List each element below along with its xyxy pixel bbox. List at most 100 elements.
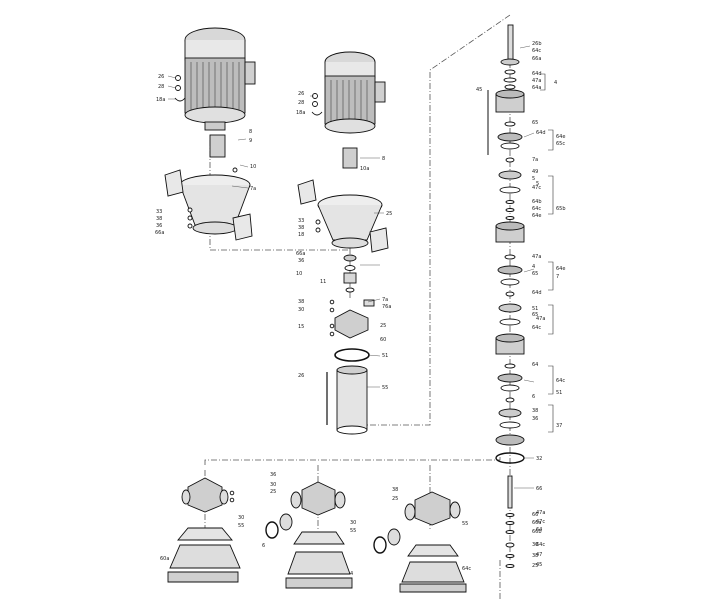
pump-base-middle [265, 481, 353, 589]
callout-label: 47a [536, 510, 545, 516]
callout-leaders [167, 45, 535, 489]
callout-label: 36 [298, 258, 304, 264]
callout-label: 25 [380, 323, 386, 329]
callout-label: 64e [532, 213, 541, 219]
callout-label: 8 [382, 156, 385, 162]
callout-label: 55 [382, 385, 388, 391]
callout-label: 64e [556, 134, 565, 140]
callout-label: 65 [532, 312, 538, 318]
callout-label: 25 [392, 496, 398, 502]
callout-label: 64b [532, 199, 542, 205]
callout-label: 65 [532, 120, 538, 126]
callout-label: 7a [382, 297, 388, 303]
callout-label: 66 [536, 486, 542, 492]
callout-label: 4 [532, 264, 535, 270]
callout-label: 65 [532, 271, 538, 277]
callout-label: 7a [532, 157, 538, 163]
callout-label: 55 [350, 528, 356, 534]
pump-stages-column [487, 24, 525, 568]
callout-label: 64c [556, 378, 565, 384]
callout-label: 18a [296, 110, 305, 116]
callout-label: 65c [556, 141, 565, 147]
callout-label: 7a [250, 186, 256, 192]
callout-label: 51 [532, 306, 538, 312]
callout-label: 26 [298, 91, 304, 97]
callout-label: 65b [556, 206, 566, 212]
callout-label: 38 [156, 216, 162, 222]
callout-label: 64d [536, 130, 546, 136]
callout-label: 38 [532, 408, 538, 414]
callout-label: 15 [298, 324, 304, 330]
callout-label: 5 [536, 181, 539, 187]
callout-label: 37 [556, 423, 562, 429]
callout-label: 64e [556, 266, 565, 272]
callout-label: 10 [296, 271, 302, 277]
callout-label: 60a [160, 556, 169, 562]
callout-label: 47 [536, 552, 542, 558]
callout-label: 66 [532, 512, 538, 518]
callout-label: 26 [298, 373, 304, 379]
callout-labels: 26 28 18a 8 9 10 7a 33 38 36 66a 26 28 1… [155, 41, 566, 577]
callout-label: 8 [249, 129, 252, 135]
sleeve-middle [336, 369, 368, 431]
callout-label: 26 [158, 74, 164, 80]
shaft-seal-middle [326, 254, 375, 435]
callout-label: 64d [532, 290, 542, 296]
callout-label: 26b [532, 41, 542, 47]
callout-label: 4 [350, 571, 353, 577]
stage-brackets [540, 73, 554, 433]
callout-label: 6 [262, 543, 265, 549]
callout-label: 6 [532, 394, 535, 400]
callout-label: 9 [249, 138, 252, 144]
callout-label: 38 [392, 487, 398, 493]
callout-label: 64c [532, 48, 541, 54]
callout-label: 47a [536, 316, 545, 322]
callout-label: 30 [350, 520, 356, 526]
callout-label: 38 [298, 299, 304, 305]
callout-label: 38 [532, 553, 538, 559]
callout-label: 30 [532, 542, 538, 548]
callout-label: 25 [386, 211, 392, 217]
callout-label: 36 [270, 472, 276, 478]
callout-label: 64 [536, 527, 542, 533]
callout-label: 76a [382, 304, 391, 310]
callout-label: 51 [556, 390, 562, 396]
callout-label: 64d [532, 71, 542, 77]
coupling-left [209, 134, 226, 158]
callout-label: 66b [532, 529, 542, 535]
callout-label: 18a [156, 97, 165, 103]
callout-label: 10 [250, 164, 256, 170]
callout-label: 55 [238, 523, 244, 529]
callout-label: 64 [532, 362, 538, 368]
callout-label: 30 [238, 515, 244, 521]
callout-label: 30 [298, 307, 304, 313]
motor-body-middle [324, 75, 376, 125]
callout-label: 47a [532, 254, 541, 260]
callout-label: 47a [532, 78, 541, 84]
callout-label: 66a [155, 230, 164, 236]
callout-label: 47c [536, 519, 545, 525]
callout-label: 18 [298, 232, 304, 238]
callout-label: 25 [270, 489, 276, 495]
callout-label: 45 [536, 562, 542, 568]
callout-label: 64a [532, 85, 541, 91]
callout-label: 25 [532, 563, 538, 569]
callout-label: 60 [380, 337, 386, 343]
motor-assembly-middle [297, 51, 389, 253]
callout-label: 32 [536, 456, 542, 462]
callout-label: 64c [532, 325, 541, 331]
callout-label: 47c [532, 185, 541, 191]
callout-label: 66a [532, 520, 541, 526]
callout-label: 64c [532, 206, 541, 212]
callout-label: 36 [532, 416, 538, 422]
callout-label: 66a [296, 251, 305, 257]
callout-label: 66a [532, 56, 541, 62]
o-ring-middle [334, 348, 370, 362]
callout-label: 28 [158, 84, 164, 90]
callout-label: 38 [298, 225, 304, 231]
callout-label: 7 [556, 274, 559, 280]
callout-label: 64c [462, 566, 471, 572]
callout-label: 36 [156, 223, 162, 229]
callout-label: 33 [156, 209, 162, 215]
pump-base-right [373, 491, 467, 593]
